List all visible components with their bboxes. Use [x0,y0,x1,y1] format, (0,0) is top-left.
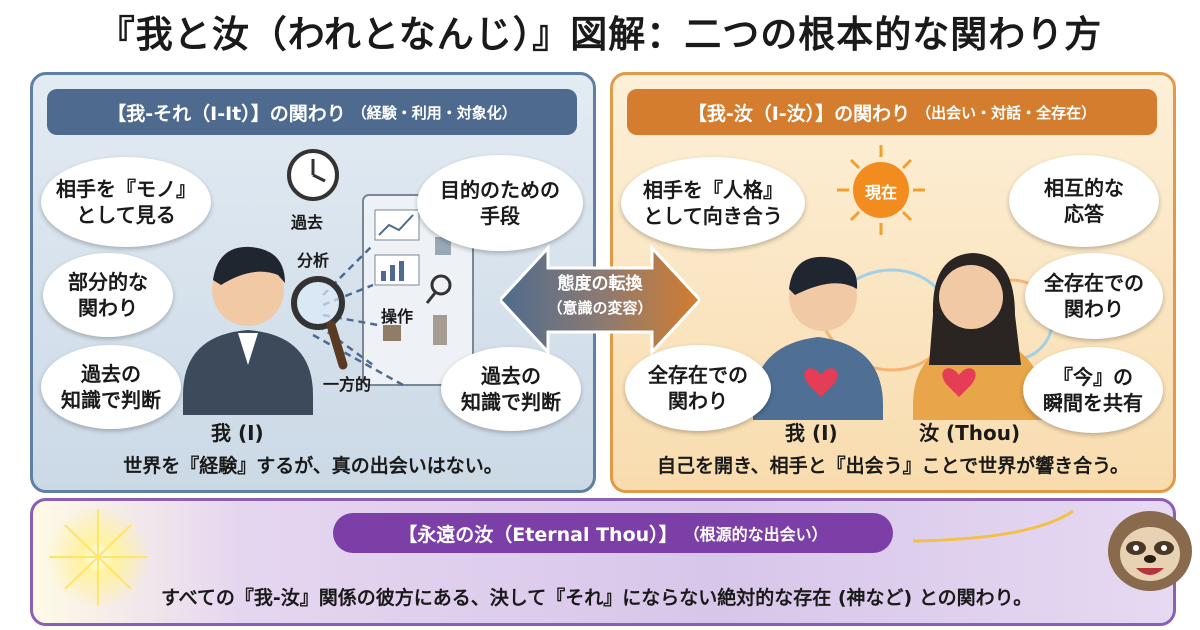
i-thou-header-main: 【我-汝（I-汝）】の関わり [687,102,911,125]
i-it-header-sub: （経験・利用・対象化） [351,103,517,122]
i-it-header: 【我-それ（I-It）】の関わり （経験・利用・対象化） [47,89,577,135]
person-i-label: 我 (I) [211,421,264,445]
magnifier-icon [291,276,348,370]
i-thou-header: 【我-汝（I-汝）】の関わり （出会い・対話・全存在） [627,89,1157,135]
bubble-past-knowledge-left: 過去の 知識で判断 [41,345,181,429]
arrow-line-2: （意識の変容） [547,299,653,317]
page-title: 『我と汝（われとなんじ）』図解：二つの根本的な関わり方 [97,13,1103,56]
sloth-mascot-icon [1108,511,1192,591]
bubble-face-as-person: 相手を『人格』 として向き合う [621,157,805,249]
sun-now-label: 現在 [865,183,898,202]
i-thou-caption: 自己を開き、相手と『出会う』ことで世界が響き合う。 [657,455,1129,477]
bubble-partial-relation: 部分的な 関わり [43,253,173,337]
arrow-line-1: 態度の転換 [557,274,643,294]
bubble-mutual-response: 相互的な 応答 [1009,155,1159,247]
eternal-thou-panel: 【永遠の汝（Eternal Thou）】 （根源的な出会い） すべての『我-汝』… [30,498,1176,626]
heart-icon [942,368,976,397]
label-past: 過去 [291,213,324,232]
i-it-caption: 世界を『経験』するが、真の出会いはない。 [123,455,503,477]
label-analysis: 分析 [297,251,330,270]
person-i-figure-right [753,256,883,420]
transformation-arrow [500,244,700,356]
label-one-sided: 一方的 [323,375,372,394]
eternal-header-sub: （根源的な出会い） [683,525,828,544]
bubble-see-as-thing: 相手を『モノ』 として見る [41,157,211,247]
i-thou-panel: 【我-汝（I-汝）】の関わり （出会い・対話・全存在） [610,72,1176,493]
bubble-whole-being-left: 全存在での 関わり [625,345,771,431]
sun-icon [837,145,925,235]
bubble-means-to-end: 目的のための 手段 [417,155,583,251]
person-i-label-right: 我 (I) [785,421,838,445]
i-it-panel: 【我-それ（I-It）】の関わり （経験・利用・対象化） [30,72,596,493]
dashed-arrows [312,244,404,387]
i-thou-header-sub: （出会い・対話・全存在） [916,103,1097,122]
i-thou-illustration [753,145,1055,420]
heart-icon [804,368,838,397]
bubble-share-now: 『今』の 瞬間を共有 [1023,347,1163,433]
i-it-header-main: 【我-それ（I-It）】の関わり [107,102,346,125]
eternal-thou-body: すべての『我-汝』関係の彼方にある、決して『それ』にならない絶対的な存在 (神な… [161,587,1033,609]
rising-arrow [912,509,1074,543]
i-it-illustration [183,149,474,415]
transformation-arrow-text: 態度の転換 （意識の変容） [500,272,700,320]
label-operation: 操作 [381,307,414,326]
person-thou-label: 汝 (Thou) [919,421,1021,445]
bubble-whole-being-right: 全存在での 関わり [1025,253,1163,339]
person-thou-figure [913,253,1043,420]
eternal-thou-header: 【永遠の汝（Eternal Thou）】 （根源的な出会い） [333,513,893,553]
person-i-figure [183,246,313,415]
starburst-icon [46,505,150,609]
bubble-past-knowledge-right: 過去の 知識で判断 [441,347,581,431]
eternal-header-main: 【永遠の汝（Eternal Thou）】 [398,523,678,546]
clock-icon [287,149,339,201]
